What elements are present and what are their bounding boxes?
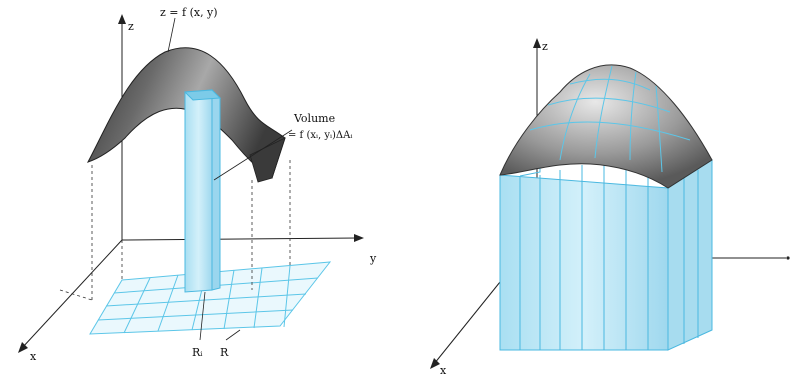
volume-label-line1: Volume <box>293 112 335 125</box>
left-y-arrowhead <box>354 234 364 242</box>
right-x-label: x <box>440 364 447 376</box>
left-panel: z y x z = f (x, y) Volume = f (xᵢ, yᵢ)ΔA… <box>18 6 377 363</box>
right-y-axis-end <box>786 256 790 260</box>
surface-label: z = f (x, y) <box>160 6 218 19</box>
right-z-arrowhead <box>533 38 541 48</box>
right-z-label: z <box>542 40 548 53</box>
volume-label-line2: = f (xᵢ, yᵢ)ΔAᵢ <box>288 130 352 141</box>
dome-surface <box>499 64 713 189</box>
right-x-arrowhead <box>430 358 440 369</box>
dome-mesh <box>529 65 691 173</box>
volume-leader <box>213 129 293 181</box>
left-z-arrowhead <box>118 14 126 24</box>
prism-block <box>499 143 713 351</box>
dashed-guide <box>59 289 93 301</box>
right-panel: z x <box>430 38 790 376</box>
region-grid <box>89 261 332 335</box>
r-leader <box>225 329 241 341</box>
left-z-label: z <box>128 20 134 33</box>
left-y-label: y <box>369 252 377 265</box>
region-label: R <box>220 346 229 359</box>
region-cell-label: Rᵢ <box>192 346 203 359</box>
volume-prism <box>183 88 222 293</box>
right-x-axis <box>433 281 501 365</box>
left-x-arrowhead <box>18 342 28 353</box>
left-y-axis <box>121 237 359 241</box>
surface-edge <box>249 137 286 183</box>
left-x-label: x <box>30 350 37 363</box>
surface-leader <box>167 17 176 53</box>
ri-leader <box>199 291 206 341</box>
